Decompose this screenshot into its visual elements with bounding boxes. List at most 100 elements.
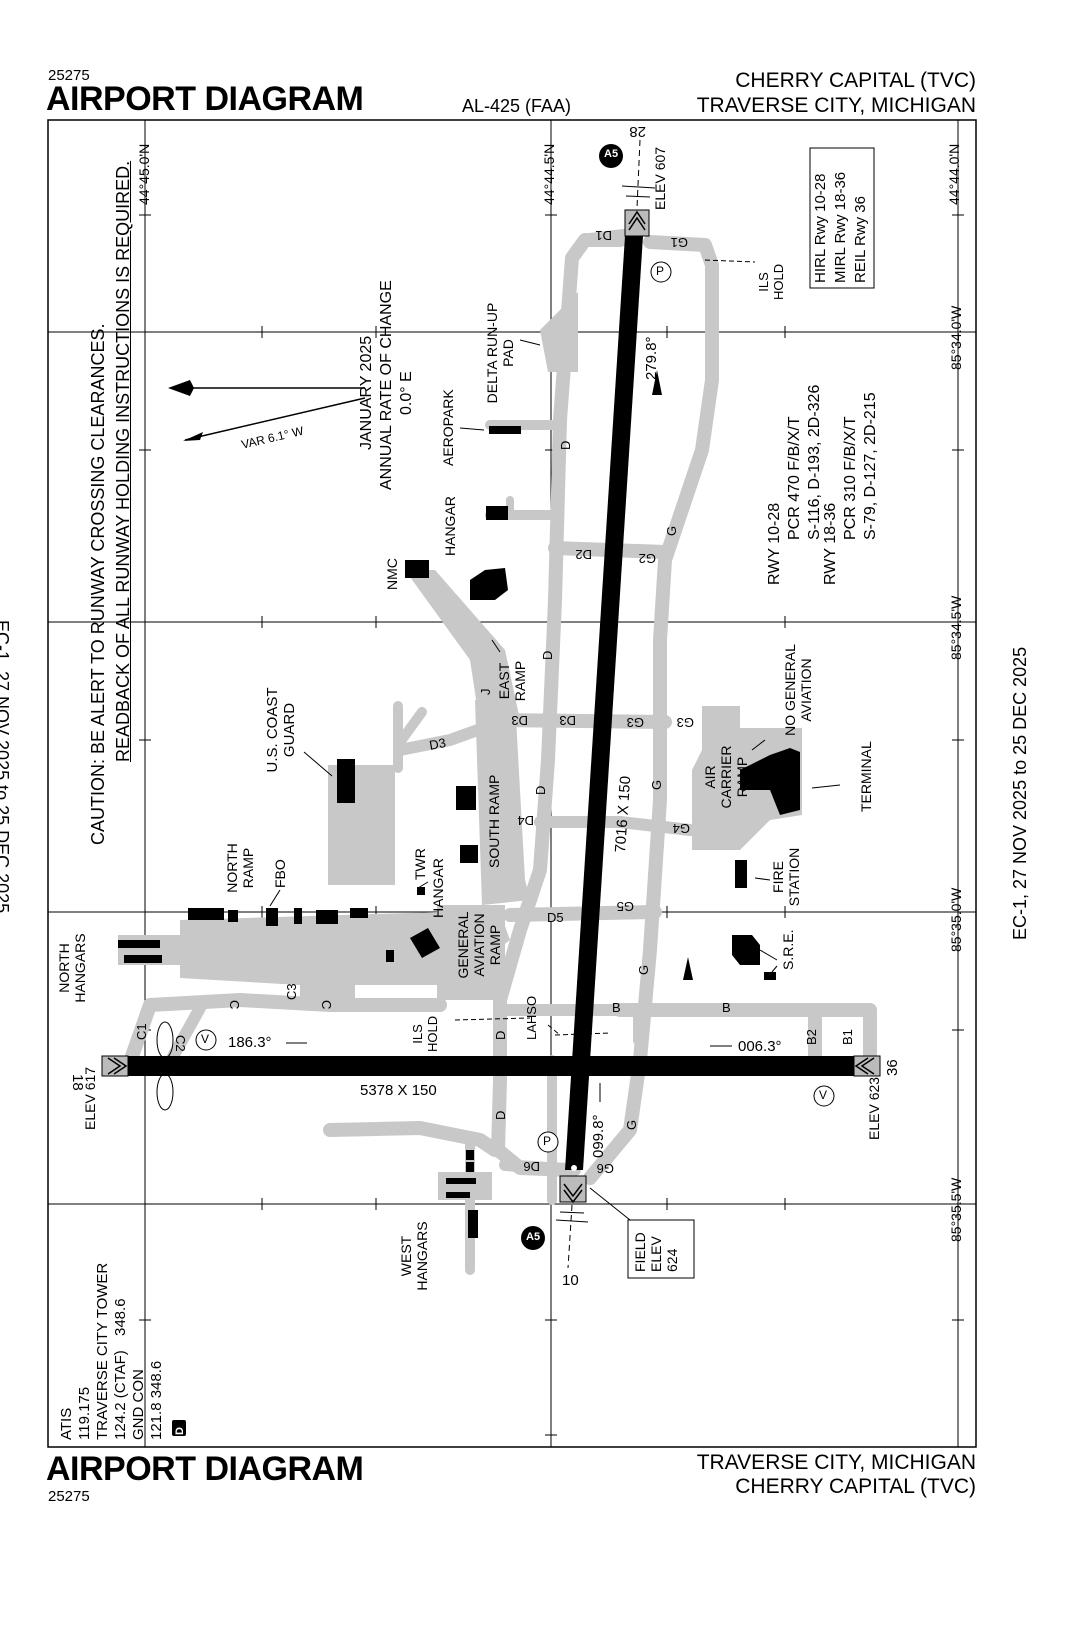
- taxiway-g3-label-1: G3: [626, 715, 644, 730]
- north-hangar-1: [118, 940, 160, 948]
- rwy-10-28-pcr: PCR 470 F/B/X/T: [786, 416, 803, 540]
- hotspot-a5-top-marker[interactable]: [599, 144, 623, 168]
- lat-label-2: 44°44.5'N: [541, 143, 557, 205]
- field-elev-leader: [589, 1187, 631, 1221]
- lat-label-1: 44°45.0'N: [136, 143, 152, 205]
- d-badge-box: [172, 1420, 186, 1436]
- sre-label: S.R.E.: [780, 929, 796, 970]
- chart-id: AL-425 (FAA): [462, 96, 572, 116]
- runway-10-threshold-light: [571, 1165, 577, 1171]
- atis-frequency: 119.175: [76, 1386, 93, 1440]
- nmc-label: NMC: [384, 558, 400, 590]
- aeropark-building: [489, 426, 521, 434]
- p-symbol-1: P: [656, 264, 665, 278]
- airport-name-top: CHERRY CAPITAL (TVC): [735, 69, 976, 92]
- coast-guard-label: U.S. COAST GUARD: [264, 687, 298, 773]
- field-elev-box: [627, 1219, 695, 1279]
- caution-line-2: READBACK OF ALL RUNWAY HOLDING INSTRUCTI…: [113, 160, 133, 762]
- lon-label-1: 85°34.0'W: [948, 305, 964, 370]
- taxiway-c-label-2: C: [319, 1000, 334, 1010]
- hangar-east-building: [486, 506, 508, 520]
- var-rate-value: 0.0° E: [398, 371, 415, 415]
- rwy-10-28-title: RWY 10-28: [766, 502, 783, 585]
- taxiway-g1-label: G1: [670, 235, 688, 250]
- var-date: JANUARY 2025: [358, 335, 375, 450]
- tower-label: TRAVERSE CITY TOWER: [94, 1262, 111, 1440]
- lighting-hirl: HIRL Rwy 10-28: [812, 173, 829, 283]
- lighting-reil: REIL Rwy 36: [852, 196, 869, 283]
- elev-36: ELEV 623: [866, 1076, 882, 1140]
- fire-station-building: [735, 860, 747, 888]
- south-ramp-building-2: [460, 845, 478, 863]
- south-ramp-label: SOUTH RAMP: [486, 774, 502, 868]
- atis-label: ATIS: [58, 1407, 75, 1440]
- taxiway-g5-label: G5: [616, 899, 634, 914]
- leader-lines: [269, 339, 841, 1102]
- taxiway-b-label-2: B: [722, 1000, 731, 1015]
- taxiway-g6-label: G6: [596, 1161, 614, 1176]
- taxiway-c1-label: C1: [134, 1023, 149, 1040]
- taxiway-c3-label: C3: [284, 983, 299, 1000]
- delta-runup-label: DELTA RUN-UP PAD: [484, 302, 516, 404]
- caution-line-1: CAUTION: BE ALERT TO RUNWAY CROSSING CLE…: [88, 323, 108, 845]
- tower-frequency: 124.2 (CTAF): [112, 1350, 129, 1440]
- ga-ramp-label: GENERAL AVIATION RAMP: [455, 911, 503, 979]
- north-ramp-building-1: [188, 908, 224, 920]
- north-ramp-building-5: [350, 908, 368, 918]
- title-bottom: AIRPORT DIAGRAM: [46, 1450, 364, 1488]
- north-ramp-building-3: [294, 908, 302, 924]
- air-carrier-ramp-label: AIR CARRIER RAMP: [702, 745, 750, 809]
- taxiway-g2-label: G2: [638, 551, 656, 566]
- lighting-box: [809, 147, 875, 289]
- delta-runup-pad: [540, 292, 578, 372]
- rwy-18-36-weights: S-79, D-127, 2D-215: [862, 392, 879, 540]
- west-hangar-5: [468, 1210, 478, 1238]
- taxiway-g-label-2: G: [649, 779, 664, 790]
- doc-number-top: 25275: [48, 67, 90, 84]
- fbo-building: [266, 908, 278, 926]
- ga-ramp-area: [437, 905, 505, 1000]
- heading-279: 279.8°: [643, 336, 660, 380]
- small-building: [386, 950, 394, 962]
- taxiway-d6-label: D6: [523, 1159, 540, 1174]
- hotspot-a5-bottom-marker[interactable]: [521, 1226, 545, 1250]
- taxiway-d5-label: D5: [547, 910, 564, 925]
- lat-label-3: 44°44.0'N: [946, 143, 962, 205]
- taxiway-d4-label: D4: [517, 813, 534, 828]
- taxiway-d-label-2: D: [540, 650, 555, 660]
- approach-lights: [555, 139, 656, 1269]
- p-symbol-2: P: [543, 1134, 552, 1148]
- taxiway-b1-label: B1: [840, 1029, 855, 1045]
- taxiway-d-label-4: D: [493, 1030, 508, 1040]
- taxiway-c-label-1: C: [227, 1000, 242, 1010]
- north-arrow-2: [683, 957, 693, 980]
- title-top: AIRPORT DIAGRAM: [46, 80, 364, 118]
- taxiway-c2-label: C2: [173, 1035, 188, 1052]
- lon-label-3: 85°35.0'W: [948, 887, 964, 952]
- hangar-east-2-building: [470, 568, 508, 600]
- taxiway-g-label-3: G: [636, 964, 651, 975]
- east-ramp-label: EAST RAMP: [496, 660, 528, 702]
- north-hangars-label: NORTH HANGARS: [56, 933, 88, 1003]
- doc-number-bottom: 25275: [48, 1488, 90, 1505]
- elev-28: ELEV 607: [652, 146, 668, 210]
- lon-label-2: 85°34.5'W: [948, 595, 964, 660]
- taxiway-d3-label-1: D3: [559, 713, 576, 728]
- south-ramp-area: [475, 700, 530, 905]
- magnetic-variation-arrows: [168, 380, 366, 441]
- tower-building: [417, 887, 425, 895]
- north-hangar-2: [124, 955, 162, 963]
- rwy-28-label: 28: [629, 123, 646, 140]
- fbo-label: FBO: [272, 859, 288, 888]
- taxiway-g-label-4: G: [624, 1119, 639, 1130]
- wind-cone-rwy18: [156, 1021, 174, 1111]
- lon-label-4: 85°35.5'W: [948, 1177, 964, 1242]
- coast-guard-building: [337, 759, 355, 803]
- taxiway-b-label-1: B: [612, 1000, 621, 1015]
- taxiway-b2-label: B2: [804, 1029, 819, 1045]
- terminal-building: [740, 748, 800, 815]
- north-ramp-label: NORTH RAMP: [224, 843, 256, 893]
- taxiway-d1-label: D1: [595, 228, 612, 243]
- west-hangar-3: [446, 1178, 476, 1184]
